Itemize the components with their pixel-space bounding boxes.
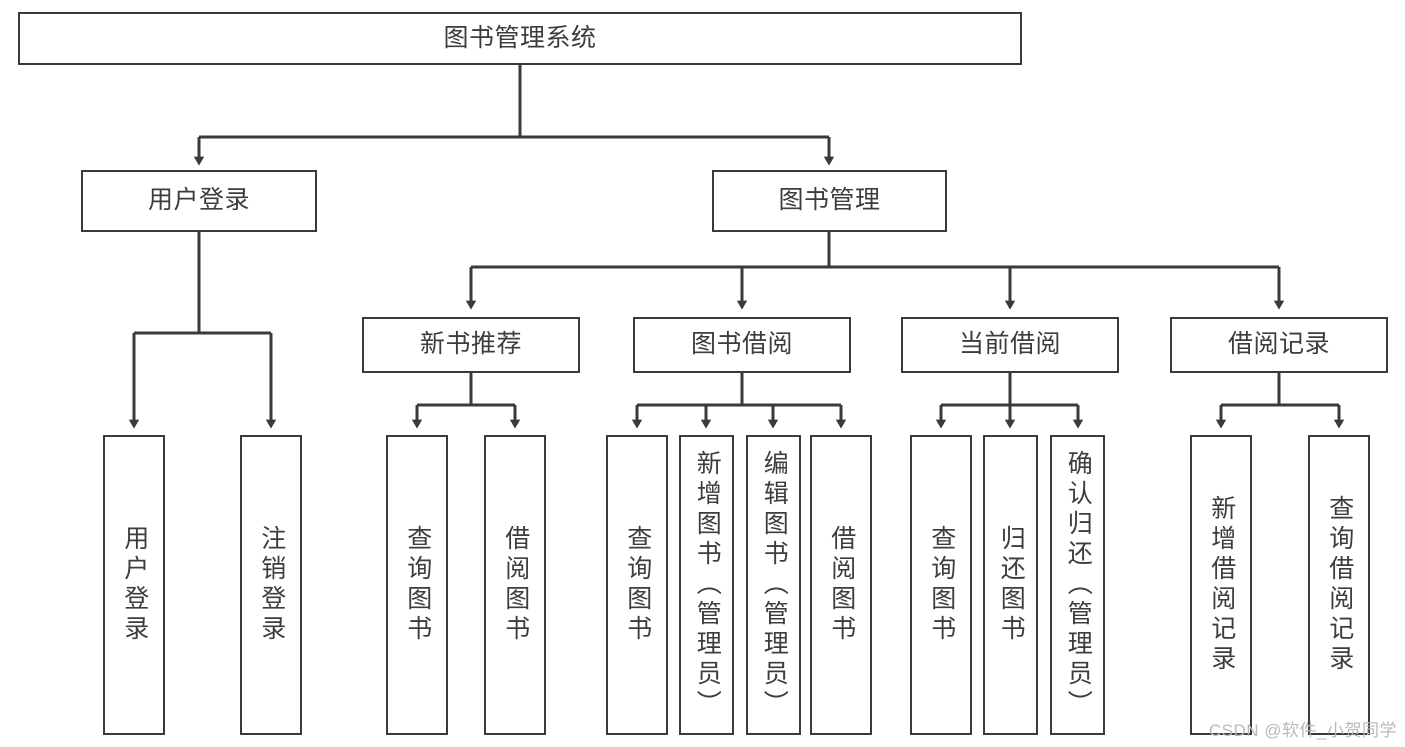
- node-new-book-rec[interactable]: 新书推荐: [362, 317, 580, 373]
- node-borrow-record-label: 借阅记录: [1227, 330, 1330, 359]
- node-new-book-rec-label: 新书推荐: [419, 330, 522, 359]
- node-borrow-record[interactable]: 借阅记录: [1170, 317, 1388, 373]
- node-leaf-query-book-3[interactable]: 查询图书: [910, 435, 972, 735]
- node-leaf-confirm-return-label: 确认归还（管理员）: [1064, 450, 1093, 720]
- node-user-login[interactable]: 用户登录: [81, 170, 317, 232]
- node-leaf-query-book-1-label: 查询图书: [403, 525, 432, 645]
- node-leaf-add-record-label: 新增借阅记录: [1207, 495, 1236, 675]
- node-leaf-query-book-2-label: 查询图书: [623, 525, 652, 645]
- node-leaf-borrow-book-1[interactable]: 借阅图书: [484, 435, 546, 735]
- node-leaf-query-book-3-label: 查询图书: [927, 525, 956, 645]
- node-leaf-query-record-label: 查询借阅记录: [1325, 495, 1354, 675]
- node-leaf-return-book-label: 归还图书: [997, 525, 1026, 645]
- node-leaf-borrow-book-2-label: 借阅图书: [827, 525, 856, 645]
- node-leaf-query-book-2[interactable]: 查询图书: [606, 435, 668, 735]
- node-leaf-edit-book[interactable]: 编辑图书（管理员）: [746, 435, 801, 735]
- csdn-watermark: CSDN @软件_小贺同学: [1208, 721, 1397, 740]
- node-leaf-confirm-return[interactable]: 确认归还（管理员）: [1050, 435, 1105, 735]
- node-root-label: 图书管理系统: [443, 23, 597, 52]
- node-book-borrow[interactable]: 图书借阅: [633, 317, 851, 373]
- node-leaf-add-book-label: 新增图书（管理员）: [693, 450, 722, 720]
- node-leaf-return-book[interactable]: 归还图书: [983, 435, 1038, 735]
- node-leaf-add-book[interactable]: 新增图书（管理员）: [679, 435, 734, 735]
- node-leaf-borrow-book-1-label: 借阅图书: [501, 525, 530, 645]
- node-leaf-borrow-book-2[interactable]: 借阅图书: [810, 435, 872, 735]
- node-leaf-query-book-1[interactable]: 查询图书: [386, 435, 448, 735]
- node-user-login-label: 用户登录: [147, 186, 250, 215]
- node-leaf-user-login[interactable]: 用户登录: [103, 435, 165, 735]
- node-leaf-edit-book-label: 编辑图书（管理员）: [760, 450, 789, 720]
- node-leaf-logout[interactable]: 注销登录: [240, 435, 302, 735]
- node-leaf-query-record[interactable]: 查询借阅记录: [1308, 435, 1370, 735]
- node-book-borrow-label: 图书借阅: [690, 330, 793, 359]
- node-leaf-add-record[interactable]: 新增借阅记录: [1190, 435, 1252, 735]
- node-current-borrow-label: 当前借阅: [958, 330, 1061, 359]
- node-leaf-logout-label: 注销登录: [257, 525, 286, 645]
- node-book-manage-label: 图书管理: [778, 186, 881, 215]
- node-root[interactable]: 图书管理系统: [18, 12, 1022, 65]
- node-book-manage[interactable]: 图书管理: [712, 170, 947, 232]
- node-leaf-user-login-label: 用户登录: [120, 525, 149, 645]
- node-current-borrow[interactable]: 当前借阅: [901, 317, 1119, 373]
